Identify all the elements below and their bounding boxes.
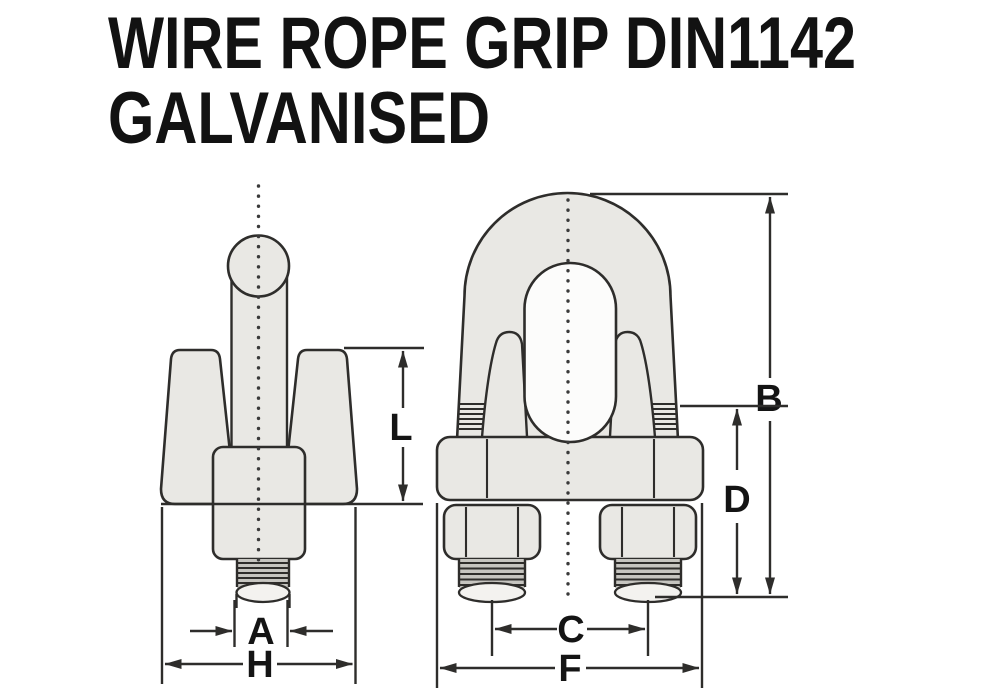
dim-label-b: B	[755, 378, 782, 420]
dimension-H: H	[160, 507, 357, 686]
dim-label-d: D	[723, 479, 750, 521]
front-view: B D C F	[435, 191, 788, 690]
dimension-C: C	[490, 600, 650, 656]
hex-nut-left	[442, 503, 542, 561]
stud-tip-ellipse	[613, 581, 683, 604]
threaded-stud-right-front	[613, 559, 683, 604]
threaded-stud-left-front	[457, 559, 527, 604]
dim-label-a: A	[247, 611, 274, 653]
title-block: WIRE ROPE GRIP DIN1142 GALVANISED	[108, 3, 856, 159]
clip-body-front	[435, 435, 705, 502]
u-bolt-rod	[231, 274, 287, 452]
hex-nut-right	[598, 503, 698, 561]
dimension-L: L	[344, 346, 424, 502]
side-view: A H L	[159, 184, 424, 686]
dim-label-l: L	[389, 407, 412, 449]
dimension-F: F	[435, 503, 704, 690]
stud-tip-ellipse	[457, 581, 527, 604]
rope-opening	[523, 261, 618, 444]
dimension-A: A	[190, 600, 333, 653]
leg-thread-hatching	[459, 402, 677, 431]
threaded-stud-side	[235, 559, 291, 608]
page-title-line1: WIRE ROPE GRIP DIN1142	[108, 3, 856, 84]
dimension-D: D	[655, 404, 788, 599]
dimension-B: B	[590, 192, 788, 595]
dim-label-h: H	[246, 644, 273, 686]
dim-label-c: C	[557, 609, 584, 651]
page-title-line2: GALVANISED	[108, 78, 490, 159]
dim-label-f: F	[558, 648, 581, 690]
stud-tip-ellipse	[235, 581, 291, 604]
